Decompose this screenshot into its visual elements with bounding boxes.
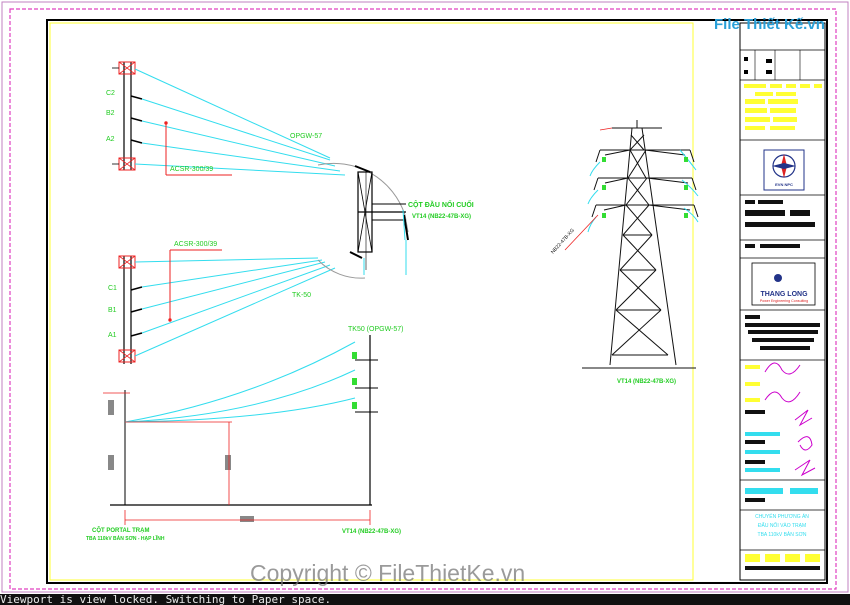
tower-caption: VT14 (NB22-47B-XG) <box>617 379 676 385</box>
insulators-top <box>130 95 143 144</box>
title-note-3: TBA 110kV BẢN SƠN <box>758 531 807 538</box>
profile-elevation <box>103 335 378 525</box>
acsr-top-label: ACSR-300/39 <box>170 166 213 173</box>
opgw-top-label: OPGW-57 <box>290 133 322 140</box>
end-tower-plan <box>317 162 409 279</box>
portal-title: CỘT PORTAL TRẠM <box>92 526 149 534</box>
tower-dimension <box>564 127 613 251</box>
portal-subtitle: TBA 110kV BẢN SƠN - HẠP LĨNH <box>86 535 165 542</box>
drawing-frame <box>46 19 828 584</box>
thanglong-logo-sub: Power Engineering Consulting <box>760 299 808 303</box>
lattice-tower <box>582 120 699 369</box>
phase-label-c2: C2 <box>106 90 115 97</box>
tower-markers <box>602 157 688 218</box>
thanglong-logo-text: THANG LONG <box>760 291 808 298</box>
portal-top <box>112 61 136 171</box>
signatures <box>764 362 816 477</box>
outer-sheet-border <box>1 1 849 593</box>
end-tower-title: CỘT ĐẦU NỐI CUỐI <box>408 199 474 209</box>
evn-logo <box>763 149 805 191</box>
watermark-copyright: Copyright © FileThietKe.vn <box>250 560 526 586</box>
portal-bottom <box>118 255 136 364</box>
phase-label-b2: B2 <box>106 110 115 117</box>
evn-logo-text: EVN NPC <box>775 182 793 187</box>
phase-label-a2: A2 <box>106 136 115 143</box>
acsr-bottom-label: ACSR-300/39 <box>174 241 217 248</box>
thanglong-logo <box>751 262 816 306</box>
command-line-status: Viewport is view locked. Switching to Pa… <box>0 594 850 605</box>
magenta-viewport-border <box>9 8 837 590</box>
acsr-bottom-leader <box>168 249 222 322</box>
end-tower-code: VT14 (NB22-47B-XG) <box>412 214 471 220</box>
tower-conductors <box>587 149 699 233</box>
watermark-logo: File Thiết Kế.vn <box>714 16 825 33</box>
inner-yellow-frame <box>49 22 694 581</box>
phase-label-b1: B1 <box>108 307 117 314</box>
title-note-2: ĐẤU NỐI VÀO TRẠM <box>758 522 806 529</box>
profile-tower-label: VT14 (NB22-47B-XG) <box>342 529 401 535</box>
conductors-top <box>134 68 346 176</box>
acsr-top-leader <box>164 121 232 176</box>
insulators-bottom <box>130 286 143 337</box>
profile-label: TK50 (OPGW-57) <box>348 326 404 333</box>
phase-label-c1: C1 <box>108 285 117 292</box>
conductors-bottom <box>134 257 336 357</box>
title-note-1: CHUYỂN PHƯƠNG ÁN <box>755 513 809 520</box>
tk50-label: TK-50 <box>292 292 311 299</box>
title-block <box>739 22 826 581</box>
phase-label-a1: A1 <box>108 332 117 339</box>
